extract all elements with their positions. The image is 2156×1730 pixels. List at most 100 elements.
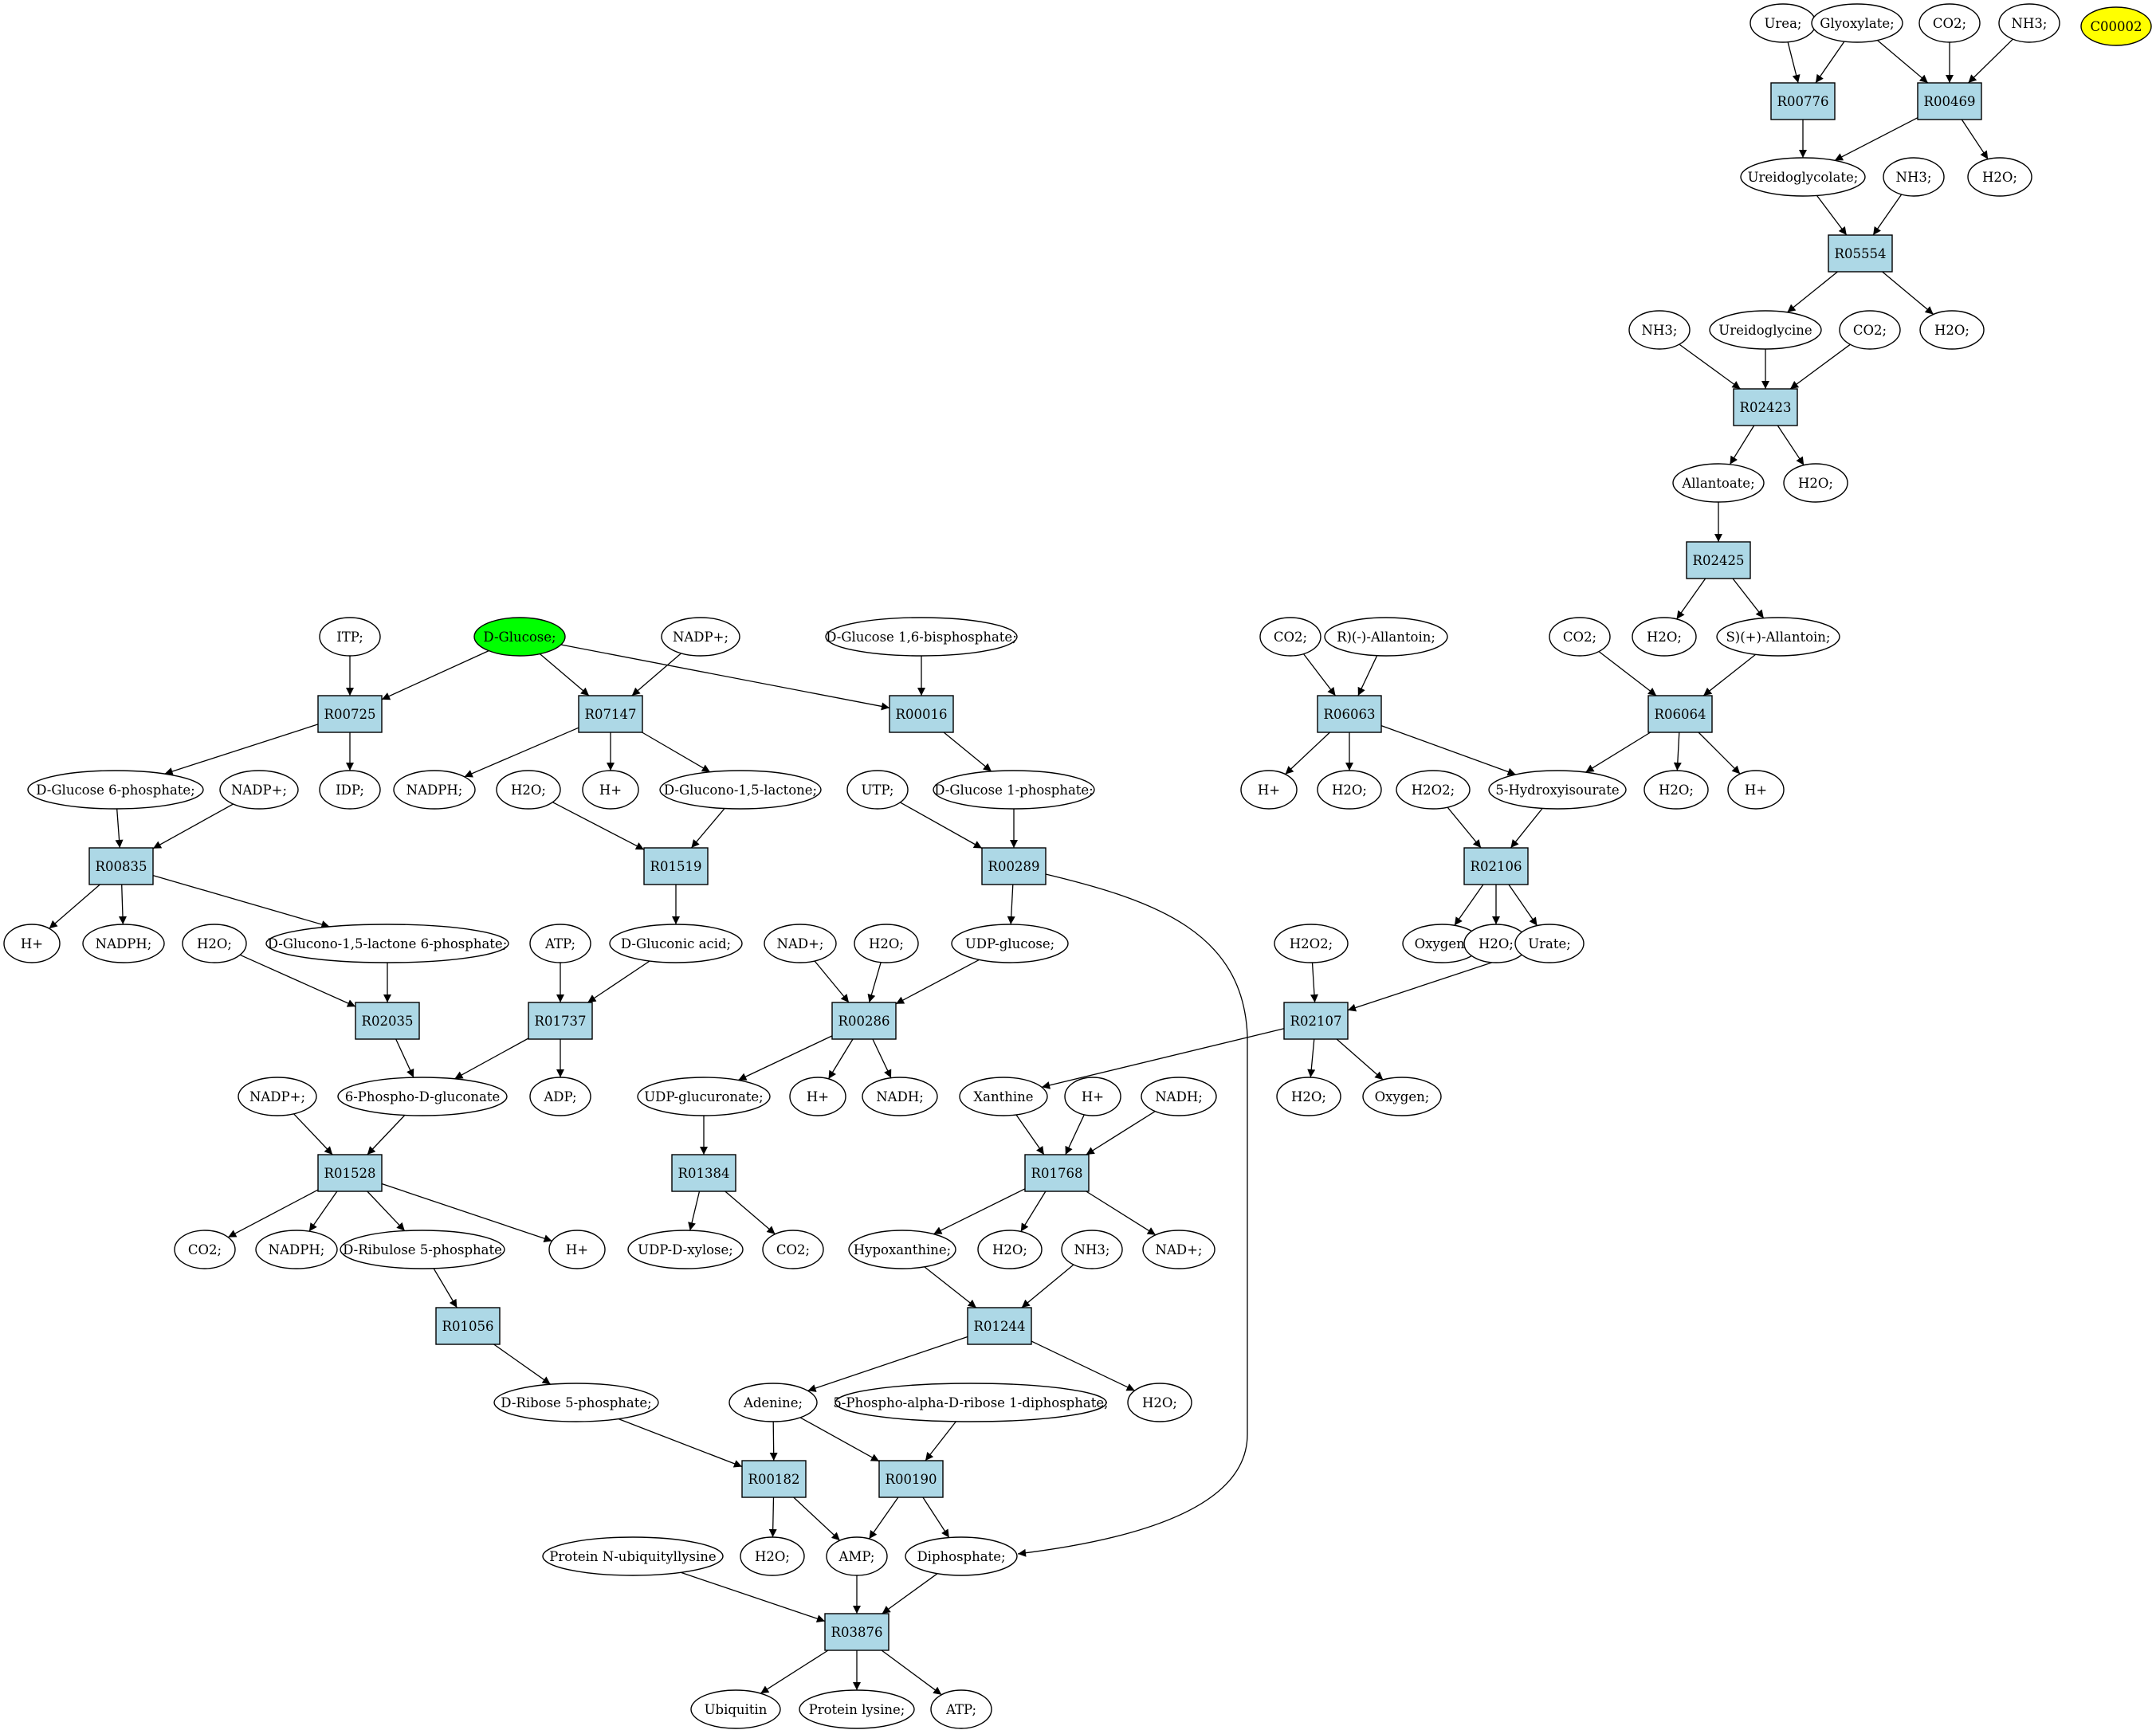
reaction-node-r00286[interactable]: R00286 <box>831 1002 897 1040</box>
reaction-node-r00182[interactable]: R00182 <box>741 1460 807 1498</box>
compound-node[interactable]: ADP; <box>529 1077 591 1116</box>
compound-node[interactable]: Ureidoglycine <box>1709 310 1822 350</box>
compound-node[interactable]: H2O2; <box>1396 770 1471 810</box>
compound-node[interactable]: D-Glucono-1,5-lactone; <box>659 770 822 810</box>
compound-node[interactable]: 5-Phospho-alpha-D-ribose 1-diphosphate; <box>833 1383 1109 1422</box>
compound-node[interactable]: NH3; <box>1061 1230 1123 1269</box>
reaction-node-r01768[interactable]: R01768 <box>1024 1154 1090 1192</box>
compound-node[interactable]: NADPH; <box>393 770 476 810</box>
compound-node[interactable]: H2O; <box>1967 157 2032 197</box>
compound-node[interactable]: H+ <box>3 924 61 963</box>
reaction-node-r02423[interactable]: R02423 <box>1733 388 1798 426</box>
compound-node[interactable]: D-Glucose 6-phosphate; <box>27 770 204 810</box>
compound-node[interactable]: Allantoate; <box>1672 463 1765 503</box>
compound-node[interactable]: Glyoxylate; <box>1811 3 1903 43</box>
compound-node[interactable]: Urea; <box>1750 3 1816 43</box>
compound-node[interactable]: Diphosphate; <box>905 1536 1018 1576</box>
reaction-node-r05554[interactable]: R05554 <box>1828 234 1893 273</box>
compound-node[interactable]: AMP; <box>826 1536 888 1576</box>
compound-node[interactable]: NADH; <box>1141 1077 1217 1116</box>
compound-node[interactable]: CO2; <box>1839 310 1901 350</box>
compound-node[interactable]: NADPH; <box>82 924 165 963</box>
compound-node[interactable]: NADH; <box>862 1077 938 1116</box>
compound-node[interactable]: NADPH; <box>255 1230 338 1269</box>
compound-node[interactable]: NH3; <box>1998 3 2060 43</box>
compound-node[interactable]: H2O2; <box>1274 924 1349 963</box>
compound-node[interactable]: H2O; <box>1632 617 1697 657</box>
compound-node[interactable]: H+ <box>1064 1077 1121 1116</box>
compound-node[interactable]: NH3; <box>1628 310 1691 350</box>
compound-node[interactable]: H2O; <box>1127 1383 1192 1422</box>
compound-node[interactable]: UDP-D-xylose; <box>627 1230 744 1269</box>
compound-node[interactable]: 5-Hydroxyisourate <box>1488 770 1627 810</box>
reaction-node-r00776[interactable]: R00776 <box>1770 82 1836 120</box>
reaction-node-r02106[interactable]: R02106 <box>1463 847 1529 885</box>
compound-node[interactable]: Protein N-ubiquityllysine <box>542 1536 724 1576</box>
compound-node[interactable]: D-Glucono-1,5-lactone 6-phosphate; <box>265 924 509 963</box>
compound-node[interactable]: H2O; <box>1317 770 1382 810</box>
compound-node[interactable]: CO2; <box>762 1230 824 1269</box>
reaction-node-r00835[interactable]: R00835 <box>88 847 154 885</box>
reaction-node-r01737[interactable]: R01737 <box>528 1002 593 1040</box>
compound-node[interactable]: Ubiquitin <box>690 1689 781 1729</box>
reaction-node-r03876[interactable]: R03876 <box>824 1613 889 1651</box>
compound-node[interactable]: NADP+; <box>219 770 299 810</box>
compound-node[interactable]: Oxygen; <box>1402 924 1482 963</box>
compound-node[interactable]: D-Ribose 5-phosphate; <box>493 1383 659 1422</box>
compound-node[interactable]: Protein lysine; <box>799 1689 915 1729</box>
compound-node[interactable]: CO2; <box>1549 617 1611 657</box>
reaction-node-r00016[interactable]: R00016 <box>889 695 954 733</box>
compound-node[interactable]: H2O; <box>1919 310 1985 350</box>
reaction-node-r02035[interactable]: R02035 <box>355 1002 420 1040</box>
compound-node[interactable]: Hypoxanthine; <box>848 1230 956 1269</box>
compound-node[interactable]: H+ <box>1727 770 1785 810</box>
compound-node[interactable]: NADP+; <box>238 1077 317 1116</box>
compound-node[interactable]: H2O; <box>740 1536 805 1576</box>
reaction-node-r00289[interactable]: R00289 <box>981 847 1047 885</box>
reaction-node-r06064[interactable]: R06064 <box>1647 695 1713 733</box>
compound-node[interactable]: D-Glucose; <box>473 617 566 657</box>
compound-node[interactable]: ATP; <box>930 1689 992 1729</box>
compound-node[interactable]: H+ <box>548 1230 606 1269</box>
compound-node[interactable]: CO2; <box>1918 3 1981 43</box>
compound-node[interactable]: D-Ribulose 5-phosphate <box>340 1230 505 1269</box>
compound-node[interactable]: CO2; <box>1259 617 1321 657</box>
reaction-node-r00469[interactable]: R00469 <box>1917 82 1982 120</box>
compound-node[interactable]: H+ <box>1240 770 1298 810</box>
reaction-node-r00725[interactable]: R00725 <box>317 695 383 733</box>
compound-node[interactable]: NAD+; <box>764 924 837 963</box>
reaction-node-r06063[interactable]: R06063 <box>1317 695 1382 733</box>
compound-node[interactable]: Xanthine <box>959 1077 1048 1116</box>
compound-node[interactable]: Urate; <box>1514 924 1585 963</box>
compound-node[interactable]: IDP; <box>319 770 381 810</box>
compound-node[interactable]: NH3; <box>1883 157 1945 197</box>
compound-node[interactable]: NADP+; <box>661 617 740 657</box>
compound-node[interactable]: ITP; <box>319 617 381 657</box>
compound-node[interactable]: ATP; <box>529 924 591 963</box>
compound-node[interactable]: H2O; <box>1644 770 1709 810</box>
compound-node[interactable]: R)(-)-Allantoin; <box>1324 617 1448 657</box>
compound-node[interactable]: D-Glucose 1-phosphate; <box>933 770 1095 810</box>
compound-node[interactable]: UDP-glucuronate; <box>637 1077 771 1116</box>
compound-node[interactable]: Adenine; <box>728 1383 818 1422</box>
compound-node[interactable]: H2O; <box>1463 924 1529 963</box>
compound-node[interactable]: UTP; <box>846 770 909 810</box>
reaction-node-r01244[interactable]: R01244 <box>967 1307 1032 1345</box>
compound-node[interactable]: H+ <box>789 1077 846 1116</box>
compound-node[interactable]: CO2; <box>174 1230 236 1269</box>
compound-node[interactable]: H2O; <box>977 1230 1043 1269</box>
reaction-node-r01528[interactable]: R01528 <box>317 1154 383 1192</box>
compound-node[interactable]: NAD+; <box>1142 1230 1215 1269</box>
compound-node[interactable]: Oxygen; <box>1362 1077 1442 1116</box>
reaction-node-r00190[interactable]: R00190 <box>878 1460 944 1498</box>
compound-node[interactable]: C00002 <box>2080 6 2152 46</box>
reaction-node-r01384[interactable]: R01384 <box>671 1154 736 1192</box>
compound-node[interactable]: Ureidoglycolate; <box>1740 157 1866 197</box>
reaction-node-r01056[interactable]: R01056 <box>435 1307 501 1345</box>
compound-node[interactable]: D-Glucose 1,6-bisphosphate; <box>825 617 1018 657</box>
compound-node[interactable]: S)(+)-Allantoin; <box>1716 617 1840 657</box>
compound-node[interactable]: H2O; <box>496 770 561 810</box>
reaction-node-r02107[interactable]: R02107 <box>1283 1002 1349 1040</box>
reaction-node-r02425[interactable]: R02425 <box>1686 541 1751 579</box>
compound-node[interactable]: H+ <box>582 770 639 810</box>
